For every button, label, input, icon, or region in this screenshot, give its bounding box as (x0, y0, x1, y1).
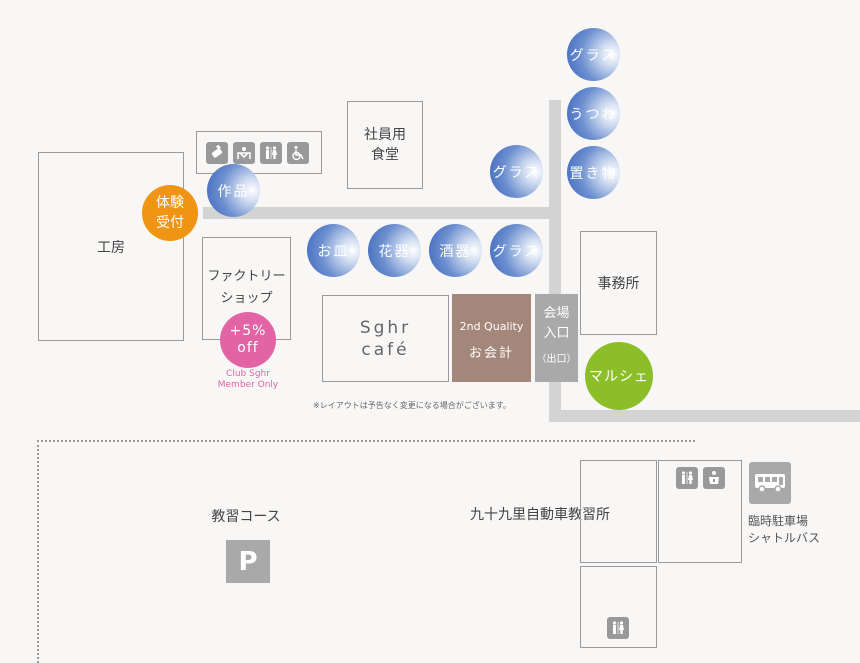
circle-sakuhin[interactable]: 作品 (207, 164, 260, 217)
baby-room-icon (703, 467, 725, 489)
restroom-building-upper (658, 460, 742, 563)
circle-glass-row[interactable]: グラス (490, 224, 543, 277)
restroom-building-lower (580, 566, 657, 648)
shuttle-label: 臨時駐車場 シャトルバス (748, 514, 821, 545)
facility-icons-box (196, 131, 322, 174)
driving-course-label: 教習コース (211, 509, 281, 525)
circle-discount: +5% off (220, 312, 276, 368)
building-sghr-cafe[interactable] (322, 295, 449, 382)
building-staff-cafeteria-label: 社員用 食堂 (364, 127, 406, 163)
building-factory-shop-label: ファクトリー ショップ (207, 269, 286, 306)
diaper-change-icon (233, 142, 255, 164)
circle-marche[interactable]: マルシェ (585, 342, 653, 410)
boundary-dotted-line-vertical (37, 440, 39, 663)
restroom-icon (676, 467, 698, 489)
circle-osara[interactable]: お皿 (307, 224, 360, 277)
building-office[interactable] (580, 231, 657, 335)
second-quality-label: 2nd Quality (459, 319, 524, 333)
club-member-note: Club Sghr Member Only (217, 369, 279, 390)
driving-school-building[interactable] (580, 460, 657, 563)
walkway-horizontal-main (203, 207, 561, 219)
circle-glass-mid[interactable]: グラス (490, 145, 543, 198)
parking-icon[interactable]: P (226, 540, 270, 583)
checkout-label: お会計 (468, 345, 514, 361)
circle-shuki[interactable]: 酒器 (429, 224, 482, 277)
building-office-label: 事務所 (597, 276, 640, 292)
building-kobo[interactable] (38, 152, 184, 341)
building-sghr-cafe-label: Sghr café (359, 317, 412, 360)
circle-okimono[interactable]: 置き物 (567, 146, 620, 199)
restroom-icon (607, 617, 629, 639)
circle-utsuwa[interactable]: うつわ (567, 87, 620, 140)
boundary-dotted-line (37, 440, 695, 442)
restroom-icon (260, 142, 282, 164)
bus-icon[interactable] (749, 462, 791, 504)
driving-school-label: 九十九里自動車教習所 (470, 507, 610, 523)
circle-glass-top[interactable]: グラス (567, 28, 620, 81)
circle-kaki[interactable]: 花器 (368, 224, 421, 277)
nursing-bottle-icon (206, 142, 228, 164)
venue-exit-label: （出口） (536, 353, 577, 365)
layout-notice: ※レイアウトは予告なく変更になる場合がございます。 (313, 401, 511, 410)
venue-entrance-label: 会場 入口 (543, 306, 570, 341)
circle-experience-reception[interactable]: 体験 受付 (142, 185, 198, 241)
walkway-horizontal-lower (549, 410, 860, 422)
wheelchair-icon (287, 142, 309, 164)
second-quality-checkout[interactable] (452, 294, 531, 382)
venue-entrance[interactable] (535, 294, 578, 382)
building-kobo-label: 工房 (97, 239, 125, 256)
building-staff-cafeteria[interactable] (347, 101, 423, 189)
